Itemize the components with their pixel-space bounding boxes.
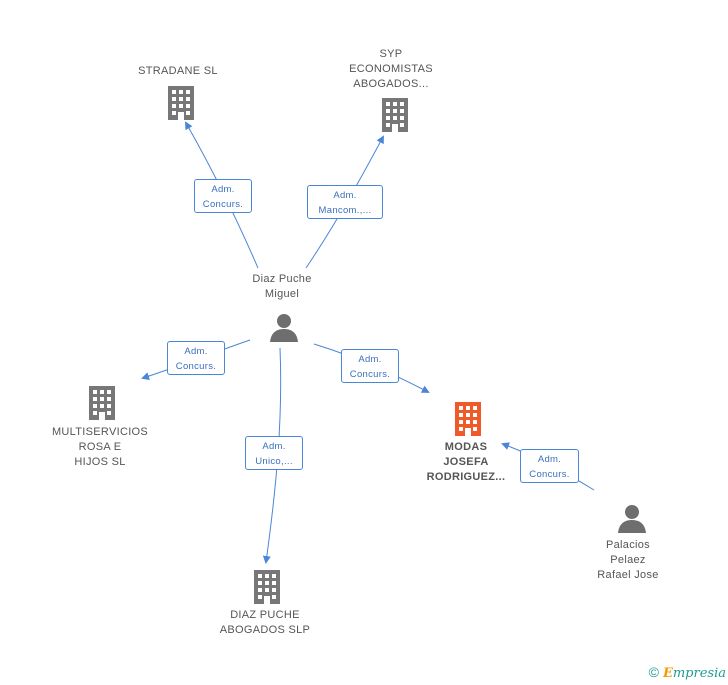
brand-initial: E [662, 666, 673, 681]
node-label: DIAZ PUCHE ABOGADOS SLP [219, 609, 311, 636]
node-diaz-puche-miguel[interactable]: Diaz Puche Miguel [222, 272, 342, 302]
role-line1: Adm. [184, 346, 208, 357]
role-line2: Mancom.,... [318, 205, 372, 216]
role-line1: Adm. [262, 441, 286, 452]
role-line1: Adm. [358, 354, 382, 365]
node-multiservicios[interactable]: MULTISERVICIOS ROSA E HIJOS SL [40, 425, 160, 470]
node-label: STRADANE SL [138, 65, 218, 77]
role-line2: Concurs. [349, 369, 391, 380]
person-icon[interactable] [269, 313, 299, 343]
role-label-miguel-abogados[interactable]: Adm. Unico,... [245, 436, 303, 470]
building-icon-main[interactable] [452, 402, 484, 436]
role-line2: Concurs. [202, 199, 244, 210]
role-label-miguel-modas[interactable]: Adm. Concurs. [341, 349, 399, 383]
role-label-palacios-modas[interactable]: Adm. Concurs. [520, 449, 579, 483]
person-icon[interactable] [617, 504, 647, 534]
role-label-miguel-stradane[interactable]: Adm. Concurs. [194, 179, 252, 213]
node-stradane[interactable]: STRADANE SL [118, 64, 238, 79]
role-line1: Adm. [537, 454, 562, 465]
node-label: MODAS JOSEFA RODRIGUEZ... [426, 441, 506, 483]
empresia-logo: ©Empresia [649, 664, 726, 681]
role-label-miguel-syp[interactable]: Adm. Mancom.,... [307, 185, 383, 219]
role-line2: Concurs. [175, 361, 217, 372]
node-palacios[interactable]: Palacios Pelaez Rafael Jose [568, 538, 688, 583]
role-line2: Concurs. [529, 469, 570, 480]
role-label-miguel-multiservicios[interactable]: Adm. Concurs. [167, 341, 225, 375]
building-icon[interactable] [86, 386, 118, 420]
node-label: Diaz Puche Miguel [252, 273, 312, 300]
brand-name: mpresia [672, 666, 726, 681]
node-label: Palacios Pelaez Rafael Jose [597, 539, 659, 581]
node-diaz-puche-abogados[interactable]: DIAZ PUCHE ABOGADOS SLP [205, 608, 325, 638]
copyright-symbol: © [648, 664, 659, 680]
node-modas[interactable]: MODAS JOSEFA RODRIGUEZ... [406, 440, 526, 485]
role-line1: Adm. [333, 190, 357, 201]
role-line1: Adm. [211, 184, 235, 195]
node-label: SYP ECONOMISTAS ABOGADOS... [349, 48, 433, 90]
building-icon[interactable] [165, 86, 197, 120]
node-syp[interactable]: SYP ECONOMISTAS ABOGADOS... [331, 47, 451, 92]
building-icon[interactable] [379, 98, 411, 132]
role-line2: Unico,... [255, 456, 293, 467]
node-label: MULTISERVICIOS ROSA E HIJOS SL [51, 426, 149, 468]
building-icon[interactable] [251, 570, 283, 604]
